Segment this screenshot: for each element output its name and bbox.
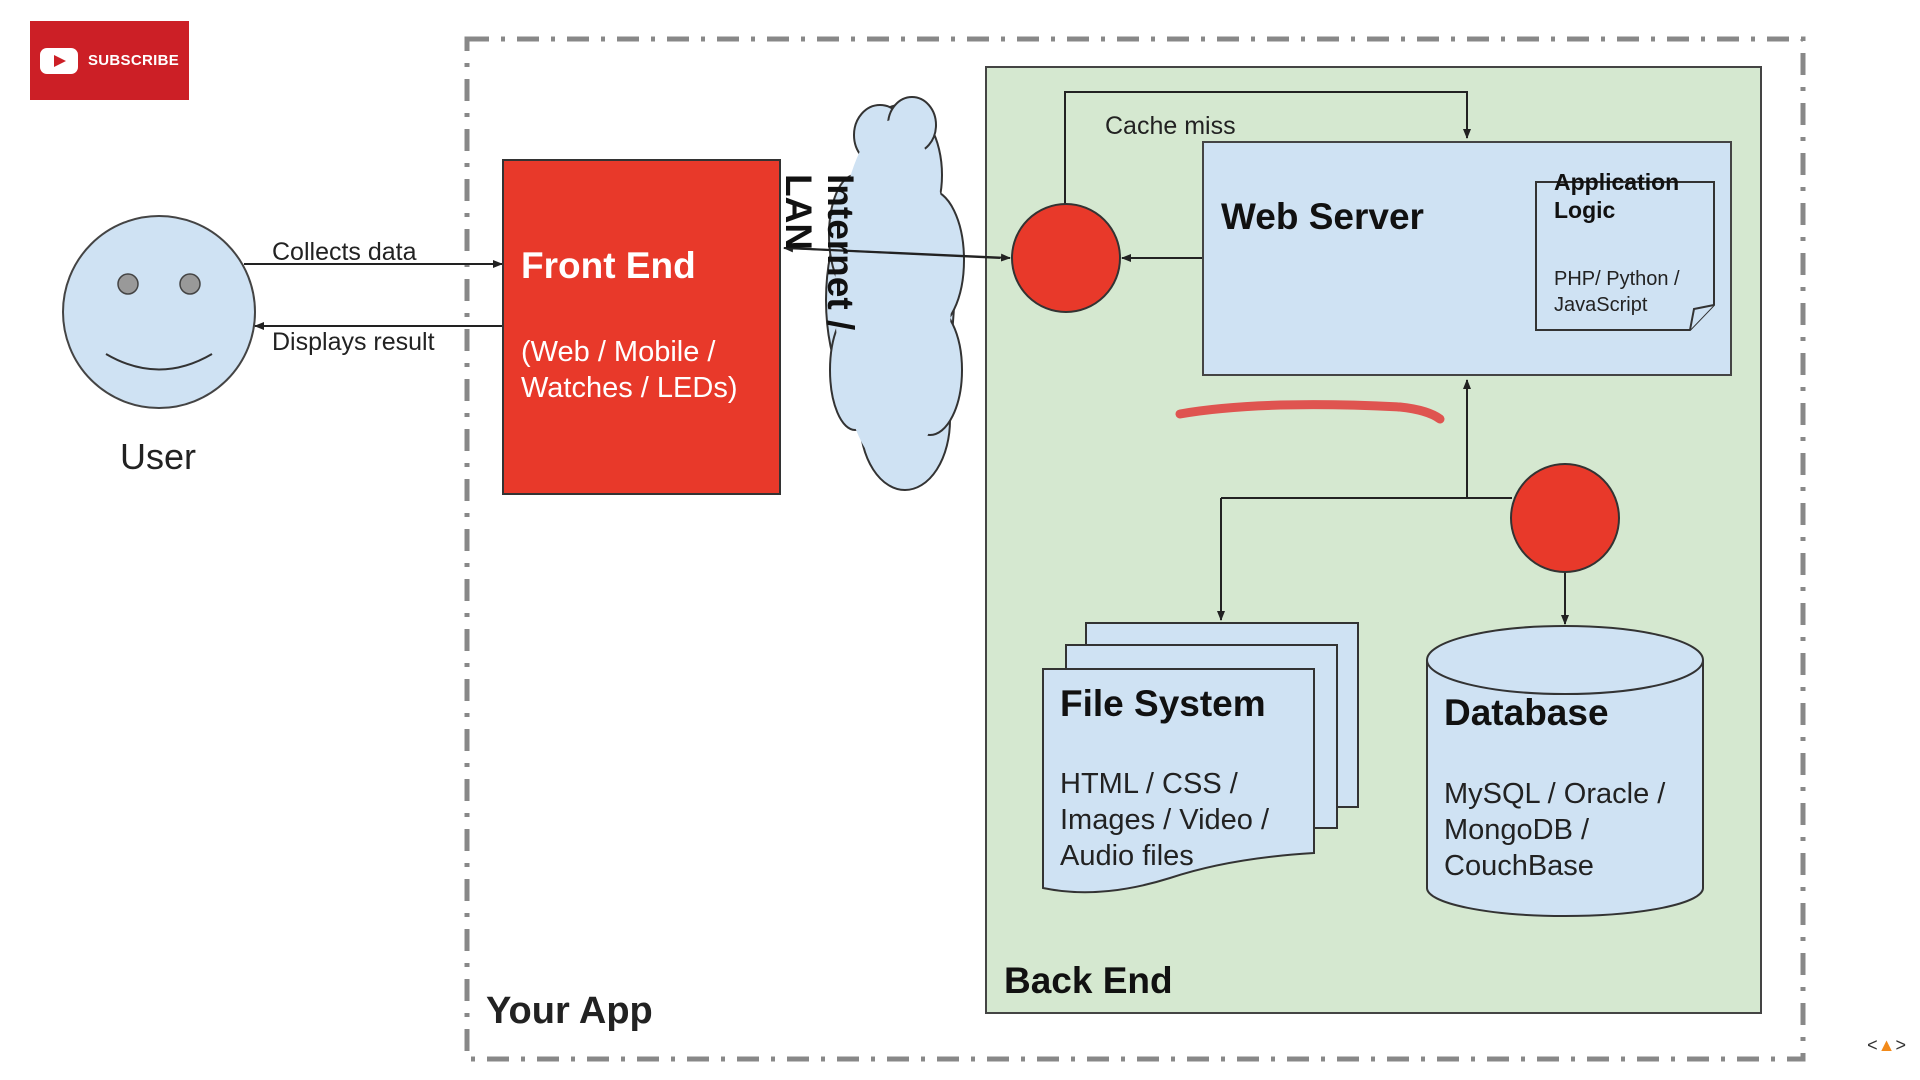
cache-miss-arrow bbox=[1064, 91, 1471, 206]
filesystem-title: File System bbox=[1060, 683, 1266, 724]
database-line2: MongoDB / bbox=[1444, 814, 1590, 846]
collects-data-label: Collects data bbox=[272, 238, 417, 266]
network-label: Internet / LAN bbox=[777, 174, 861, 330]
applogic-body-line1: PHP/ Python / bbox=[1554, 268, 1680, 290]
user-smiley-icon bbox=[62, 215, 256, 409]
cache-miss-label: Cache miss bbox=[1105, 112, 1236, 140]
filesystem-docs-icon bbox=[1042, 622, 1359, 894]
database-line1: MySQL / Oracle / bbox=[1444, 778, 1666, 810]
red-brush-stroke bbox=[1175, 400, 1445, 424]
frontend-subtitle-line1: (Web / Mobile / bbox=[521, 336, 716, 368]
backend-label: Back End bbox=[1004, 960, 1173, 1001]
applogic-body-line2: JavaScript bbox=[1554, 294, 1648, 316]
network-label-line2: LAN bbox=[778, 174, 819, 251]
database-line3: CouchBase bbox=[1444, 850, 1594, 882]
database-cylinder-icon bbox=[1426, 625, 1704, 917]
your-app-boundary bbox=[464, 36, 1806, 1062]
flame-icon: ▲ bbox=[1877, 1035, 1896, 1055]
your-app-label: Your App bbox=[486, 990, 653, 1032]
network-label-line1: Internet / bbox=[820, 174, 861, 331]
filesystem-line2: Images / Video / bbox=[1060, 804, 1270, 836]
subscribe-label: SUBSCRIBE bbox=[87, 52, 180, 69]
watermark-left: < bbox=[1867, 1035, 1878, 1055]
watermark: <▲> bbox=[1867, 1035, 1906, 1056]
frontend-box bbox=[502, 159, 781, 495]
database-title: Database bbox=[1444, 692, 1609, 733]
applogic-title-line1: Application bbox=[1554, 169, 1680, 195]
webserver-title: Web Server bbox=[1221, 196, 1424, 237]
subscribe-button[interactable]: SUBSCRIBE bbox=[30, 21, 189, 100]
applogic-title-line2: Logic bbox=[1554, 197, 1616, 223]
watermark-right: > bbox=[1895, 1035, 1906, 1055]
user-label: User bbox=[120, 436, 197, 477]
filesystem-line3: Audio files bbox=[1060, 840, 1194, 872]
request-node bbox=[1011, 203, 1121, 313]
storage-node bbox=[1510, 463, 1620, 573]
frontend-title: Front End bbox=[521, 245, 696, 286]
filesystem-line1: HTML / CSS / bbox=[1060, 768, 1238, 800]
frontend-subtitle-line2: Watches / LEDs) bbox=[521, 372, 738, 404]
youtube-play-icon bbox=[39, 47, 78, 74]
displays-result-label: Displays result bbox=[272, 328, 435, 356]
